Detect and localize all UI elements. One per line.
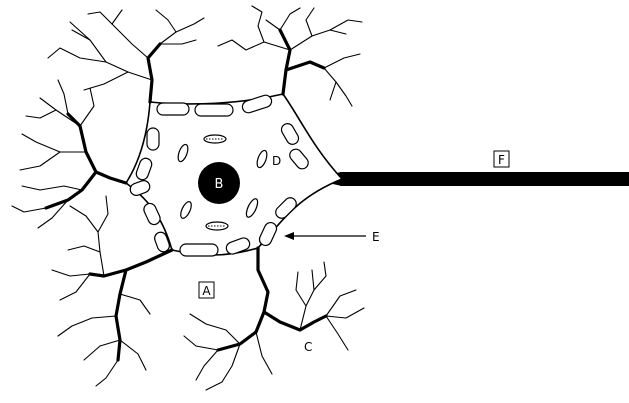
label-d: D: [272, 154, 281, 168]
label-b: B: [215, 177, 224, 192]
label-a: A: [202, 284, 211, 298]
label-f: F: [498, 153, 505, 167]
dendrite-left: [12, 80, 126, 228]
pointer-arrow-e: [284, 232, 366, 240]
label-e: E: [372, 230, 380, 244]
dendrite-top-right: [218, 6, 362, 106]
label-c: C: [304, 340, 312, 354]
dendrite-bottom-right: [184, 248, 364, 390]
axon: [340, 172, 629, 186]
dendrite-top-left: [48, 10, 204, 102]
